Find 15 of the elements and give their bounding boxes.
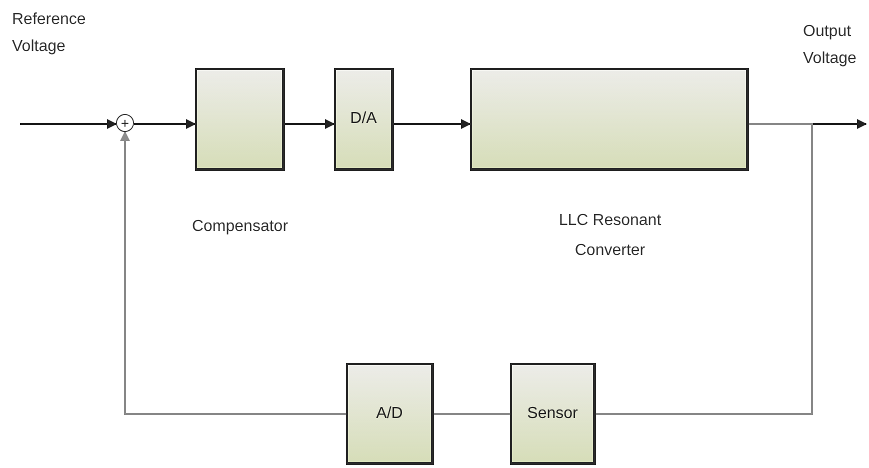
signal-label: Output Voltage bbox=[803, 22, 858, 70]
signal-line bbox=[394, 119, 471, 129]
summing-junction: + bbox=[116, 114, 134, 132]
block-label: Compensator bbox=[190, 217, 290, 237]
signal-line bbox=[120, 131, 346, 415]
signal-line bbox=[434, 413, 510, 415]
process-block: Sensor bbox=[510, 363, 596, 465]
signal-line bbox=[285, 119, 335, 129]
process-block: A/D bbox=[346, 363, 434, 465]
signal-label: Reference Voltage bbox=[12, 10, 87, 58]
signal-line bbox=[134, 119, 196, 129]
signal-line bbox=[596, 123, 813, 415]
signal-line bbox=[20, 119, 117, 129]
process-block: D/A bbox=[334, 68, 394, 171]
block-label: LLC Resonant Converter bbox=[558, 211, 662, 262]
